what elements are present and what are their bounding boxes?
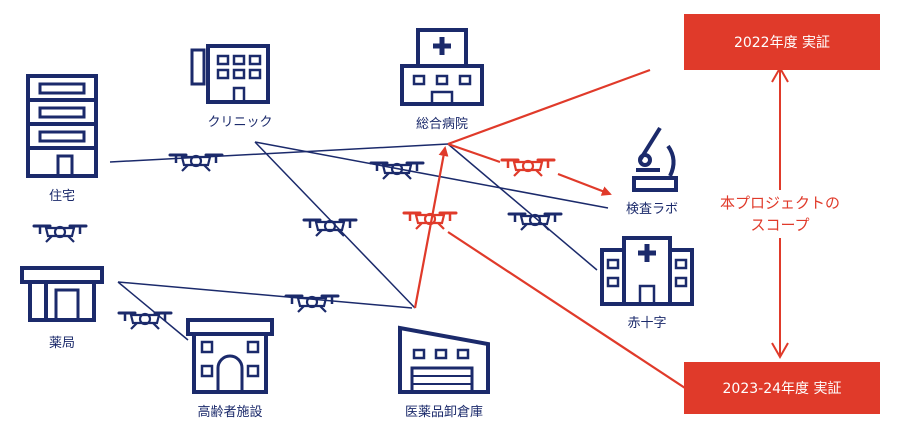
drone-icon — [32, 224, 88, 244]
scope-label-background — [716, 190, 844, 238]
elderly-facility-icon — [186, 318, 274, 394]
place-label-clinic: クリニック — [207, 115, 272, 130]
red-cross-hospital-icon — [600, 236, 694, 306]
place-label-lab: 検査ラボ — [626, 202, 678, 217]
place-label-general-hospital: 総合病院 — [416, 117, 468, 132]
pharmacy-store-icon — [20, 266, 104, 322]
drone-icon — [302, 218, 358, 238]
place-label-house: 住宅 — [49, 189, 75, 204]
clinic-building-icon — [190, 44, 270, 104]
drone-icon — [284, 294, 340, 314]
drone-icon — [168, 153, 224, 173]
drone-icon — [507, 212, 563, 232]
scope-label-line1: 本プロジェクトの — [720, 194, 840, 212]
demo-2022-box — [684, 14, 880, 70]
scope-label-line2: スコープ — [750, 216, 809, 234]
place-label-wholesaler: 医薬品卸倉庫 — [405, 404, 483, 420]
drone-icon — [117, 311, 173, 331]
navy-routes — [109, 141, 609, 341]
microscope-icon — [632, 126, 678, 192]
place-label-elderly-facility: 高齢者施設 — [197, 404, 262, 420]
drone-icon — [500, 158, 556, 178]
warehouse-icon — [398, 325, 490, 394]
demo-2023-24-box — [684, 362, 880, 414]
place-label-red-cross: 赤十字 — [627, 316, 666, 331]
demo-2022-label: 2022年度 実証 — [734, 35, 830, 51]
place-label-pharmacy: 薬局 — [49, 336, 75, 351]
demo-2023-24-label: 2023-24年度 実証 — [723, 381, 842, 397]
apartment-building-icon — [26, 74, 98, 178]
hospital-icon — [400, 28, 484, 106]
